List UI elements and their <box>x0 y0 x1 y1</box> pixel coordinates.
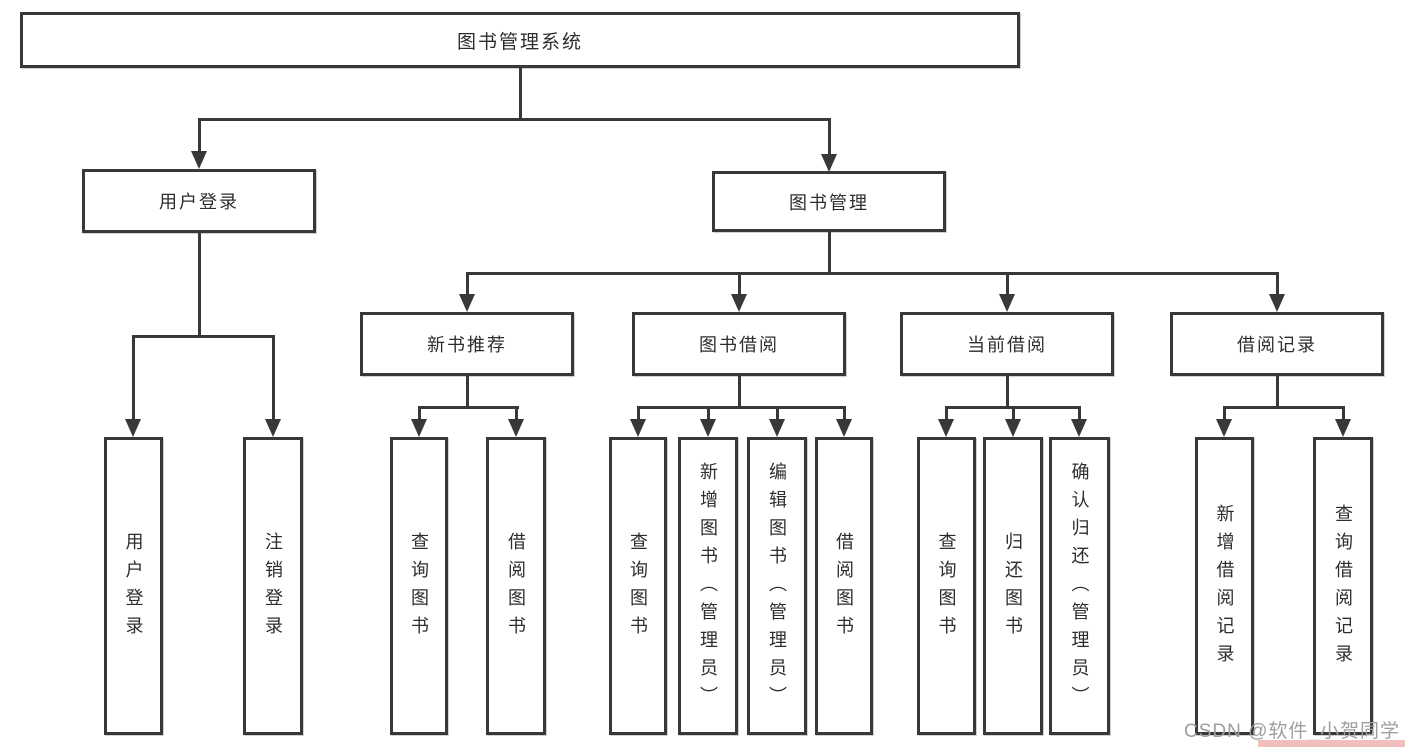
leaf-logout: 注销登录 <box>243 437 303 735</box>
connector-book-management-stem <box>828 231 831 275</box>
connector-arrow <box>191 151 207 169</box>
connector-arrow <box>1005 419 1021 437</box>
connector-level2-bar <box>198 118 831 121</box>
connector-drop-leaf <box>843 406 846 421</box>
connector-stem <box>1006 375 1009 408</box>
connector-arrow <box>821 154 837 172</box>
leaf-nb-query-books: 查询图书 <box>390 437 448 735</box>
connector-drop-leaf <box>1223 406 1226 421</box>
leaf-bb-edit-books-admin: 编辑图书（管理员） <box>747 437 807 735</box>
connector-drop-level3 <box>738 272 741 296</box>
connector-arrow <box>769 419 785 437</box>
node-book-management: 图书管理 <box>712 171 946 232</box>
connector-drop-leaf <box>515 406 518 421</box>
node-borrow-records: 借阅记录 <box>1170 312 1384 376</box>
node-book-borrow: 图书借阅 <box>632 312 846 376</box>
leaf-cb-confirm-return-admin: 确认归还（管理员） <box>1049 437 1110 735</box>
node-current-borrow: 当前借阅 <box>900 312 1114 376</box>
connector-drop-leaf <box>272 335 275 420</box>
node-new-book-recommend: 新书推荐 <box>360 312 574 376</box>
connector-arrow <box>836 419 852 437</box>
connector-user-login-bar <box>132 335 275 338</box>
connector-root-stem <box>519 67 522 120</box>
connector-bar <box>1223 406 1345 409</box>
connector-drop-leaf <box>132 335 135 420</box>
connector-arrow <box>999 294 1015 312</box>
connector-bar <box>637 406 846 409</box>
connector-arrow <box>938 419 954 437</box>
connector-drop-book-management <box>828 118 831 155</box>
node-user-login: 用户登录 <box>82 169 316 233</box>
connector-drop-user-login <box>198 118 201 153</box>
leaf-cb-return-books: 归还图书 <box>983 437 1043 735</box>
connector-arrow <box>1335 419 1351 437</box>
watermark-accent-strip <box>1258 740 1405 747</box>
connector-arrow <box>265 419 281 437</box>
connector-user-login-stem <box>198 232 201 337</box>
connector-arrow <box>508 419 524 437</box>
leaf-br-query-record: 查询借阅记录 <box>1313 437 1373 735</box>
connector-drop-leaf <box>707 406 710 421</box>
node-library-management-system: 图书管理系统 <box>20 12 1020 68</box>
connector-drop-leaf <box>776 406 779 421</box>
connector-stem <box>1276 375 1279 408</box>
connector-arrow <box>1071 419 1087 437</box>
connector-stem <box>738 375 741 408</box>
connector-drop-leaf <box>945 406 948 421</box>
csdn-watermark: CSDN @软件_小贺同学 <box>1184 721 1400 742</box>
connector-drop-leaf <box>418 406 421 421</box>
leaf-bb-add-books-admin: 新增图书（管理员） <box>678 437 738 735</box>
connector-drop-level3 <box>1276 272 1279 296</box>
leaf-nb-borrow-books: 借阅图书 <box>486 437 546 735</box>
connector-arrow <box>700 419 716 437</box>
connector-arrow <box>630 419 646 437</box>
connector-arrow <box>411 419 427 437</box>
connector-drop-level3 <box>466 272 469 296</box>
connector-arrow <box>125 419 141 437</box>
leaf-cb-query-books: 查询图书 <box>917 437 976 735</box>
connector-arrow <box>459 294 475 312</box>
connector-drop-level3 <box>1006 272 1009 296</box>
leaf-br-add-record: 新增借阅记录 <box>1195 437 1254 735</box>
leaf-bb-borrow-books: 借阅图书 <box>815 437 873 735</box>
connector-drop-leaf <box>1078 406 1081 421</box>
connector-arrow <box>731 294 747 312</box>
connector-drop-leaf <box>1012 406 1015 421</box>
leaf-bb-query-books: 查询图书 <box>609 437 667 735</box>
connector-arrow <box>1216 419 1232 437</box>
leaf-user-login: 用户登录 <box>104 437 163 735</box>
connector-drop-leaf <box>1342 406 1345 421</box>
connector-arrow <box>1269 294 1285 312</box>
connector-drop-leaf <box>637 406 640 421</box>
connector-stem <box>466 375 469 408</box>
connector-bar <box>418 406 519 409</box>
connector-level3-bar <box>466 272 1279 275</box>
